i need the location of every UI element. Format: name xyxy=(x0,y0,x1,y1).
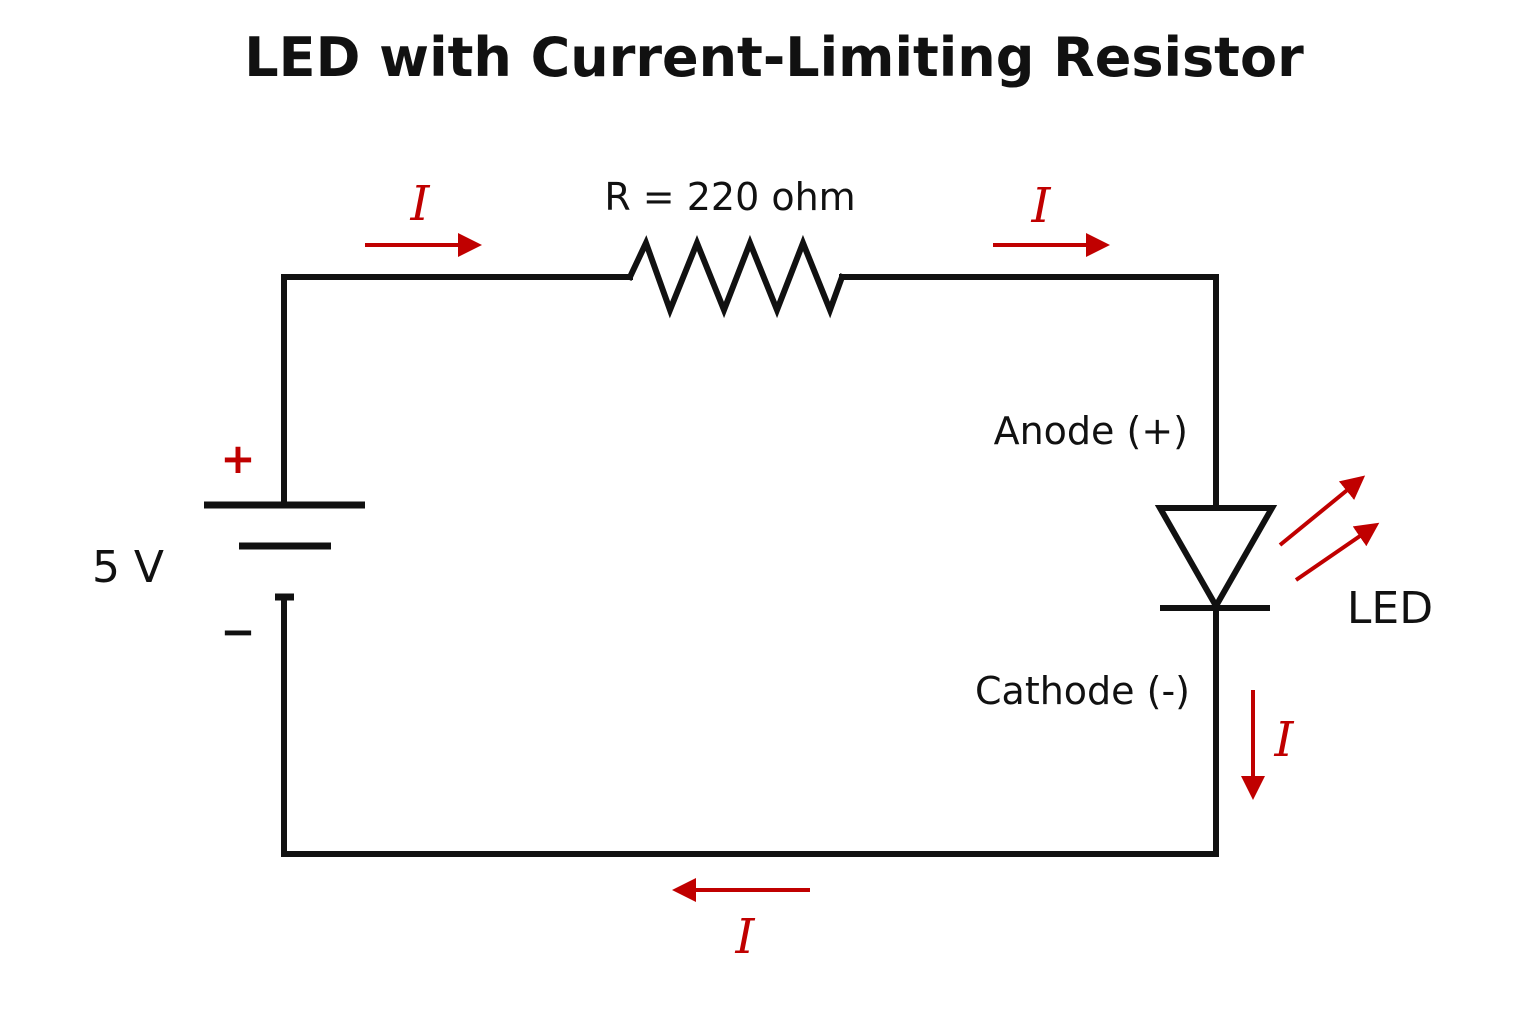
resistor-symbol xyxy=(626,234,846,319)
emission-arrow-lower xyxy=(1294,522,1380,582)
wire-bottom xyxy=(281,594,1219,857)
wire-top-left xyxy=(281,274,633,506)
circuit-wires xyxy=(281,274,1219,857)
led-anode-label: Anode (+) xyxy=(994,409,1188,453)
resistor-label: R = 220 ohm xyxy=(604,175,855,219)
battery-negative-symbol: − xyxy=(220,607,255,656)
led-emission-arrows xyxy=(1278,475,1380,582)
diagram-title: LED with Current-Limiting Resistor xyxy=(244,26,1304,89)
battery-positive-symbol: + xyxy=(220,434,255,483)
current-label-top-right: I xyxy=(1031,178,1052,234)
led-symbol xyxy=(1154,505,1278,613)
current-label-bottom: I xyxy=(735,909,756,965)
current-label-top-left: I xyxy=(410,176,431,232)
current-arrows xyxy=(365,233,1265,902)
emission-arrow-upper xyxy=(1278,475,1366,547)
battery-symbol xyxy=(204,501,365,601)
led-label: LED xyxy=(1347,583,1433,634)
current-labels: I I I I xyxy=(410,176,1295,965)
battery-voltage-label: 5 V xyxy=(92,542,164,593)
led-triangle xyxy=(1154,505,1278,613)
current-label-right-side: I xyxy=(1274,712,1295,768)
wire-top-right xyxy=(839,274,1219,511)
led-cathode-label: Cathode (-) xyxy=(975,669,1190,713)
